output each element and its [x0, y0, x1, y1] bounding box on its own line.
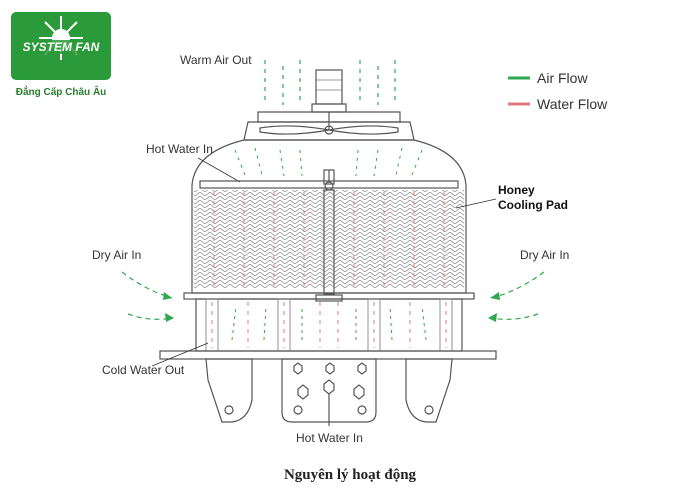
legend-water-label: Water Flow — [537, 96, 608, 112]
dry-air-in-left-arrowheads — [163, 292, 174, 322]
basin-air-flow — [231, 305, 427, 341]
warm-air-out-flow — [264, 60, 396, 105]
legend: Air Flow Water Flow — [508, 70, 608, 112]
dry-air-in-right-label: Dry Air In — [520, 248, 569, 262]
basin-water-flow — [211, 302, 447, 348]
hot-water-in-bottom-label: Hot Water In — [296, 431, 363, 445]
logo-tagline: Đẳng Cấp Châu Âu — [16, 85, 107, 98]
honey-label-line1: Honey — [498, 183, 535, 197]
bottom-inlet-pipe — [323, 379, 335, 426]
dry-air-in-right-arrowheads — [488, 292, 500, 322]
tower-base — [205, 358, 453, 423]
fan-motor — [311, 69, 347, 130]
warm-air-out-label: Warm Air Out — [180, 53, 252, 67]
brand-logo: SYSTEM FAN Đẳng Cấp Châu Âu — [11, 12, 111, 98]
cold-water-out-leader — [151, 342, 209, 367]
logo-brand-text: SYSTEM FAN — [23, 40, 100, 54]
legend-air-label: Air Flow — [537, 70, 588, 86]
dry-air-in-right-arrows — [489, 271, 545, 320]
honey-label-leader — [455, 198, 497, 209]
honey-label-line2: Cooling Pad — [498, 198, 568, 212]
distribution-pipe — [199, 169, 459, 191]
hot-water-in-top-leader — [197, 157, 241, 183]
basin-platform — [159, 350, 497, 360]
base-bolts — [293, 362, 367, 415]
cold-water-out-label: Cold Water Out — [102, 363, 185, 377]
hot-water-in-top-label: Hot Water In — [146, 142, 213, 156]
pad-water-flow — [213, 192, 445, 286]
diagram-caption: Nguyên lý hoạt động — [284, 467, 417, 483]
lower-section — [195, 294, 463, 352]
dry-air-in-left-label: Dry Air In — [92, 248, 141, 262]
center-riser-pipe — [323, 189, 335, 295]
fan-blades — [259, 125, 399, 135]
honey-cooling-pad — [194, 190, 464, 288]
